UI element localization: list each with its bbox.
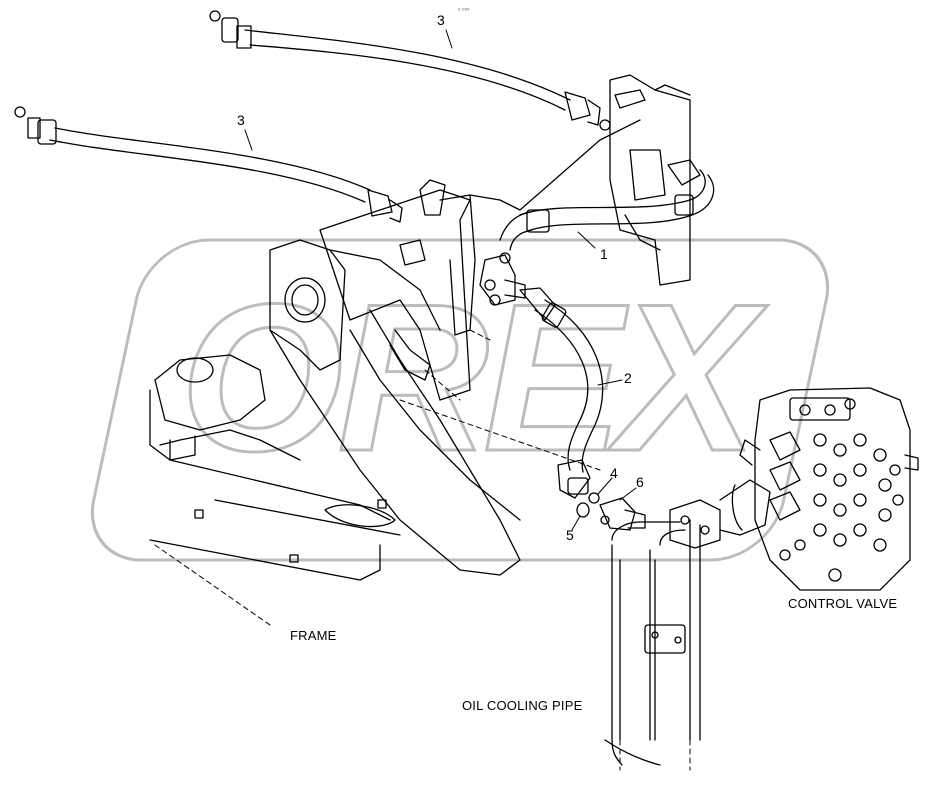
label-frame: FRAME [290, 628, 337, 643]
callout-2: 2 [624, 370, 632, 386]
callout-6: 6 [636, 474, 644, 490]
svg-text:OREX: OREX [180, 260, 768, 495]
callout-3-upper: 3 [437, 12, 445, 28]
callout-1: 1 [600, 246, 608, 262]
watermark-orex: OREX [90, 238, 830, 562]
control-valve-body [739, 387, 919, 591]
connector-block [479, 252, 526, 306]
label-oil-cooling-pipe: OIL COOLING PIPE [462, 698, 583, 713]
hose-3-lower [14, 106, 403, 223]
hidden-lines [154, 329, 691, 771]
hose-3-upper [209, 10, 611, 131]
valve-port-grid [779, 433, 904, 582]
label-control-valve: CONTROL VALVE [788, 596, 898, 611]
oil-cooling-pipe [604, 479, 771, 766]
callout-3-lower: 3 [237, 112, 245, 128]
hose-1 [499, 159, 715, 251]
mounting-bracket [439, 74, 691, 336]
fittings-4-5-6 [576, 492, 646, 531]
leader-lines [244, 29, 637, 531]
hose-2 [519, 287, 604, 499]
callout-5: 5 [566, 527, 574, 543]
callout-4: 4 [610, 465, 618, 481]
tiny-marker: ₀ ₀₀₀ [458, 6, 470, 12]
